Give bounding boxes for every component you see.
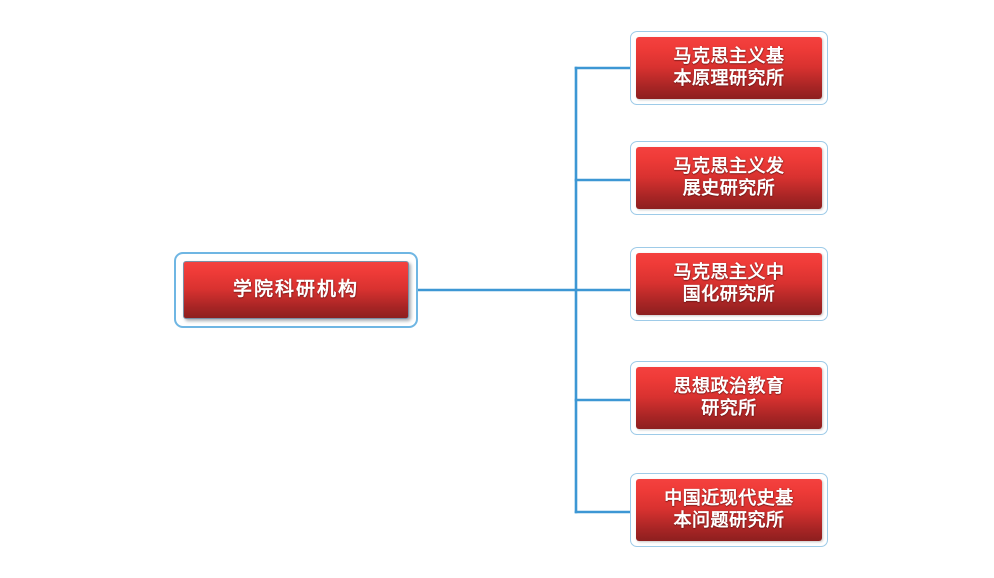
node-inst-4-label: 思想政治教育 研究所 bbox=[673, 376, 785, 419]
node-inst-3-body: 马克思主义中 国化研究所 bbox=[636, 253, 822, 315]
node-inst-3-label: 马克思主义中 国化研究所 bbox=[673, 262, 785, 305]
node-inst-3[interactable]: 马克思主义中 国化研究所 bbox=[630, 247, 828, 321]
node-inst-2-body: 马克思主义发 展史研究所 bbox=[636, 147, 822, 209]
node-root-label: 学院科研机构 bbox=[232, 278, 359, 301]
node-inst-1[interactable]: 马克思主义基 本原理研究所 bbox=[630, 31, 828, 105]
node-inst-5[interactable]: 中国近现代史基 本问题研究所 bbox=[630, 473, 828, 547]
node-inst-2-label: 马克思主义发 展史研究所 bbox=[673, 156, 785, 199]
node-inst-4-body: 思想政治教育 研究所 bbox=[636, 367, 822, 429]
node-inst-1-body: 马克思主义基 本原理研究所 bbox=[636, 37, 822, 99]
node-root[interactable]: 学院科研机构 bbox=[174, 252, 418, 328]
node-inst-1-label: 马克思主义基 本原理研究所 bbox=[673, 46, 785, 89]
node-root-body: 学院科研机构 bbox=[183, 261, 409, 319]
node-inst-5-body: 中国近现代史基 本问题研究所 bbox=[636, 479, 822, 541]
node-inst-4[interactable]: 思想政治教育 研究所 bbox=[630, 361, 828, 435]
node-inst-5-label: 中国近现代史基 本问题研究所 bbox=[664, 488, 794, 531]
node-inst-2[interactable]: 马克思主义发 展史研究所 bbox=[630, 141, 828, 215]
